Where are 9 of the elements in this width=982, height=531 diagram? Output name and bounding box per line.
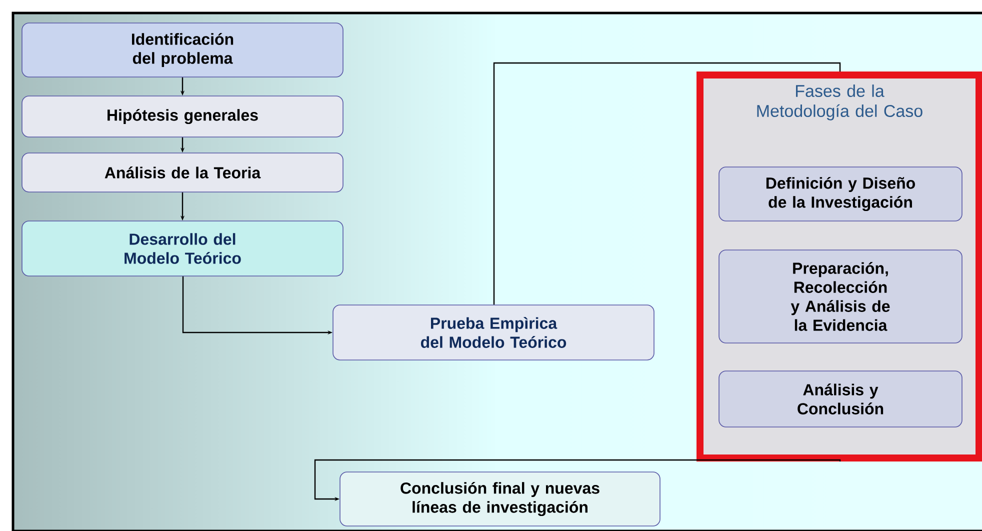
process-box: Análisis y Conclusión	[718, 370, 962, 428]
process-box: Desarrollo del Modelo Teórico	[22, 220, 344, 276]
process-box: Definición y Diseño de la Investigación	[718, 166, 962, 222]
process-box: Hipótesis generales	[22, 96, 344, 138]
process-box: Identificación del problema	[22, 22, 344, 78]
process-box: Preparación, Recolección y Análisis de la Evidencia	[718, 250, 962, 344]
process-box: Conclusión final y nuevas líneas de investigación	[340, 472, 660, 526]
process-box: Análisis de la Teoria	[22, 152, 344, 192]
process-box: Prueba Empìrica del Modelo Teórico	[332, 304, 654, 360]
